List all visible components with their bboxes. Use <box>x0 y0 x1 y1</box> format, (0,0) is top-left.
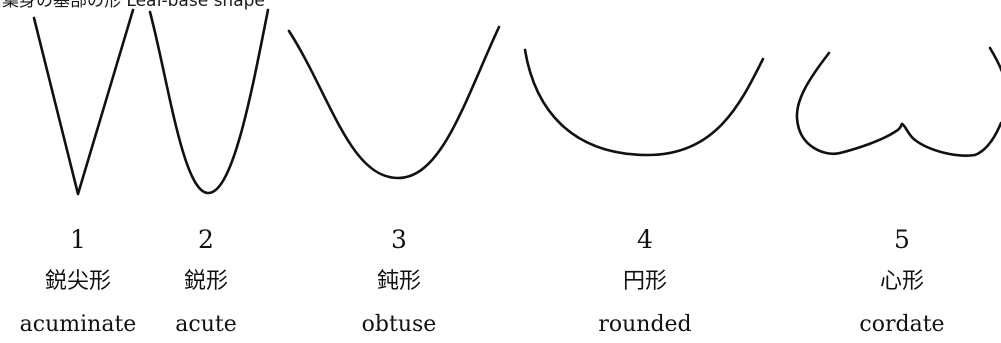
shape-name-english: cordate <box>859 312 945 337</box>
shape-number: 1 <box>70 225 86 254</box>
shape-name-english: acuminate <box>19 312 137 337</box>
diagram-title: 葉身の基部の形 Leaf-base shape <box>2 0 265 11</box>
shape-number: 3 <box>391 225 407 254</box>
shape-name-english: obtuse <box>361 312 437 337</box>
shape-name-japanese: 鋭形 <box>183 269 228 294</box>
cordate-leaf-base-outline-right <box>900 121 1001 157</box>
shape-name-japanese: 鋭尖形 <box>44 269 111 294</box>
acuminate-leaf-base-outline <box>32 8 135 196</box>
obtuse-leaf-base-outline <box>287 25 501 180</box>
shape-name-japanese: 心形 <box>879 269 924 294</box>
shape-name-japanese: 鈍形 <box>376 269 421 294</box>
shape-name-english: rounded <box>598 312 692 337</box>
shape-number: 2 <box>198 225 214 254</box>
shape-name-english: acute <box>175 312 237 337</box>
shape-name-japanese: 円形 <box>622 269 667 294</box>
rounded-leaf-base-outline <box>523 48 765 157</box>
acute-leaf-base-outline <box>148 8 270 195</box>
shape-number: 5 <box>894 225 910 254</box>
cordate-leaf-base-outline-left <box>795 51 904 156</box>
shape-number: 4 <box>637 225 653 254</box>
cordate-leaf-base-outline-right-top <box>988 46 1001 73</box>
